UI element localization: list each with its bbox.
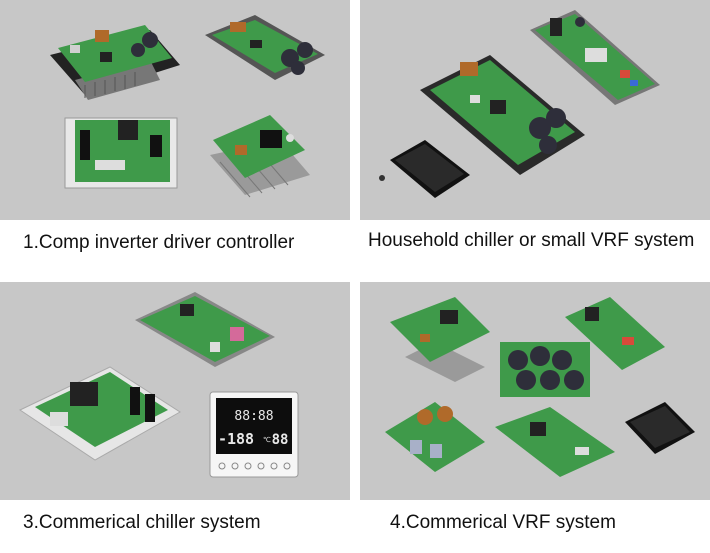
- button-icon: [231, 462, 239, 470]
- product-photo-commercial-chiller: 88:88 -188 ℃ 88: [0, 282, 350, 500]
- button-icon: [270, 462, 278, 470]
- inverter-board-3: [64, 117, 178, 189]
- control-board: [135, 292, 275, 367]
- wire-controller-panel: [625, 402, 695, 454]
- button-icon: [244, 462, 252, 470]
- power-icon: [283, 462, 291, 470]
- caption-commercial-vrf: 4.Commerical VRF system: [390, 512, 616, 533]
- display-small-digits: 88: [272, 432, 289, 448]
- button-icon: [218, 462, 226, 470]
- controller-board-large: [530, 10, 660, 105]
- inverter-board-with-capacitors: [420, 55, 585, 175]
- inverter-board-heatsink: [390, 297, 490, 382]
- product-photo-comp-inverter: [0, 0, 350, 220]
- wire-controller-panel: [379, 140, 470, 198]
- lcd-control-panel: 88:88 -188 ℃ 88: [209, 391, 299, 478]
- caption-comp-inverter: 1.Comp inverter driver controller: [23, 232, 295, 253]
- inverter-board: [18, 366, 181, 461]
- main-control-board: [495, 407, 615, 477]
- product-photo-household-chiller: [360, 0, 710, 220]
- caption-household-chiller: Household chiller or small VRF system: [368, 230, 695, 251]
- display-big-digits: -188: [218, 430, 254, 448]
- filter-board: [385, 402, 485, 472]
- inverter-board-1: [50, 25, 180, 100]
- capacitor-bank: [500, 342, 590, 397]
- outdoor-control-board: [565, 297, 665, 370]
- inverter-board-2: [205, 15, 325, 80]
- product-photo-commercial-vrf: [360, 282, 710, 500]
- button-icon: [257, 462, 265, 470]
- display-unit: ℃: [263, 436, 271, 444]
- inverter-board-4: [210, 115, 310, 198]
- display-top-digits: 88:88: [234, 409, 273, 424]
- caption-commercial-chiller: 3.Commerical chiller system: [23, 512, 261, 533]
